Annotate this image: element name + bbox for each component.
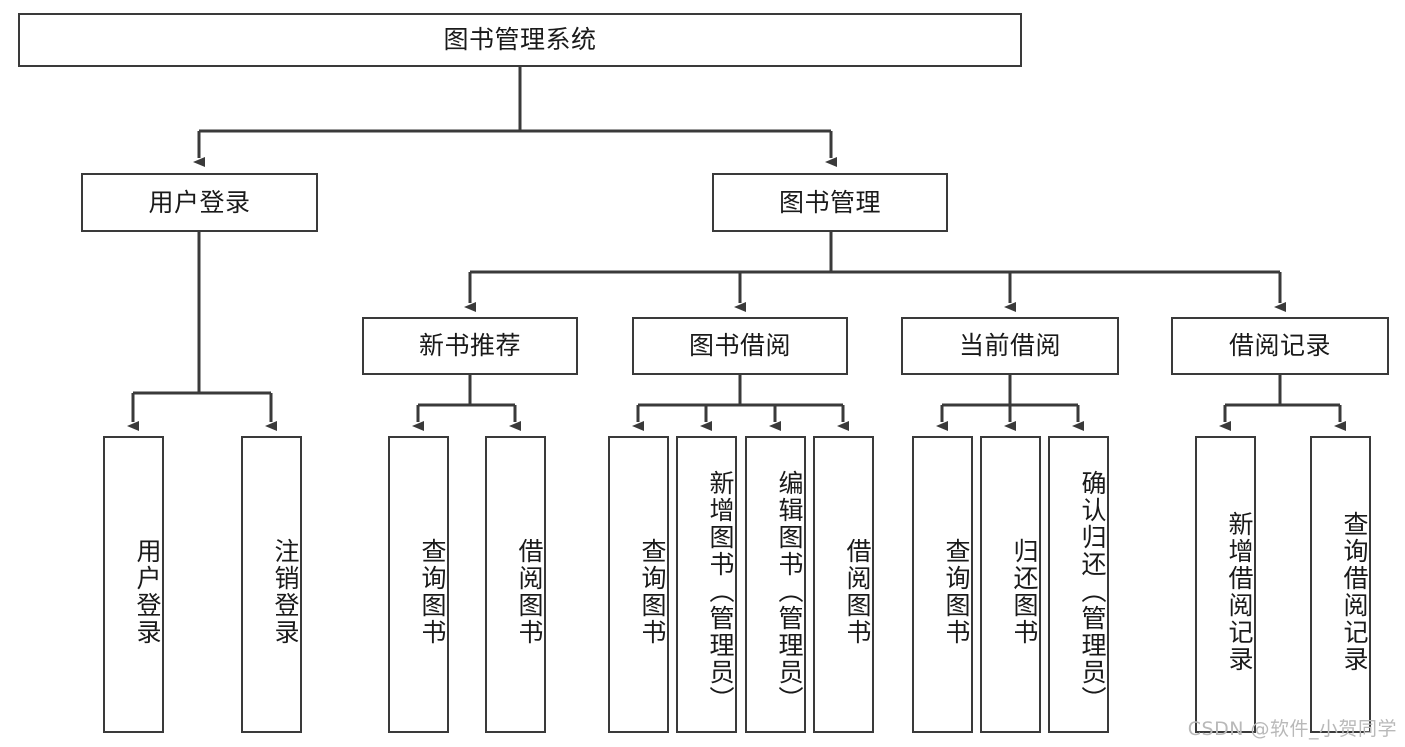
node-book-management[interactable]: 图书管理 <box>712 173 948 232</box>
leaf-record-add[interactable]: 新增借阅记录 <box>1195 436 1256 733</box>
node-book-borrow-label: 图书借阅 <box>688 331 791 360</box>
leaf-label: 查询图书 <box>638 537 667 646</box>
leaf-label: 归还图书 <box>1010 537 1039 646</box>
leaf-label: 查询图书 <box>418 537 447 646</box>
leaf-label: 新增图书（管理员） <box>706 470 735 713</box>
leaf-label: 查询图书 <box>942 537 971 646</box>
leaf-label: 注销登录 <box>271 537 300 646</box>
node-borrow-record-label: 借阅记录 <box>1228 331 1331 360</box>
node-user-login[interactable]: 用户登录 <box>81 173 318 232</box>
leaf-current-confirm-return-admin[interactable]: 确认归还（管理员） <box>1048 436 1109 733</box>
leaf-borrow-add-book-admin[interactable]: 新增图书（管理员） <box>676 436 737 733</box>
leaf-current-query-book[interactable]: 查询图书 <box>912 436 973 733</box>
leaf-record-query[interactable]: 查询借阅记录 <box>1310 436 1371 733</box>
leaf-user-login-login[interactable]: 用户登录 <box>103 436 164 733</box>
node-book-borrow[interactable]: 图书借阅 <box>632 317 848 375</box>
node-new-book-recommend-label: 新书推荐 <box>418 331 521 360</box>
leaf-user-login-logout[interactable]: 注销登录 <box>241 436 302 733</box>
leaf-label: 查询借阅记录 <box>1340 510 1369 673</box>
leaf-label: 借阅图书 <box>515 537 544 646</box>
leaf-new-book-query[interactable]: 查询图书 <box>388 436 449 733</box>
leaf-label: 新增借阅记录 <box>1225 510 1254 673</box>
node-root-label: 图书管理系统 <box>443 25 597 54</box>
node-root-library-system[interactable]: 图书管理系统 <box>18 13 1022 67</box>
leaf-label: 用户登录 <box>133 537 162 646</box>
node-user-login-label: 用户登录 <box>148 187 251 217</box>
leaf-label: 借阅图书 <box>843 537 872 646</box>
leaf-label: 确认归还（管理员） <box>1078 470 1107 713</box>
leaf-borrow-borrow-book[interactable]: 借阅图书 <box>813 436 874 733</box>
node-book-management-label: 图书管理 <box>778 187 881 217</box>
leaf-current-return-book[interactable]: 归还图书 <box>980 436 1041 733</box>
leaf-label: 编辑图书（管理员） <box>775 470 804 713</box>
node-borrow-record[interactable]: 借阅记录 <box>1171 317 1389 375</box>
leaf-borrow-edit-book-admin[interactable]: 编辑图书（管理员） <box>745 436 806 733</box>
node-new-book-recommend[interactable]: 新书推荐 <box>362 317 578 375</box>
leaf-new-book-borrow[interactable]: 借阅图书 <box>485 436 546 733</box>
node-current-borrow[interactable]: 当前借阅 <box>901 317 1119 375</box>
node-current-borrow-label: 当前借阅 <box>958 331 1061 360</box>
leaf-borrow-query-book[interactable]: 查询图书 <box>608 436 669 733</box>
csdn-watermark: CSDN @软件_小贺同学 <box>1187 718 1397 740</box>
